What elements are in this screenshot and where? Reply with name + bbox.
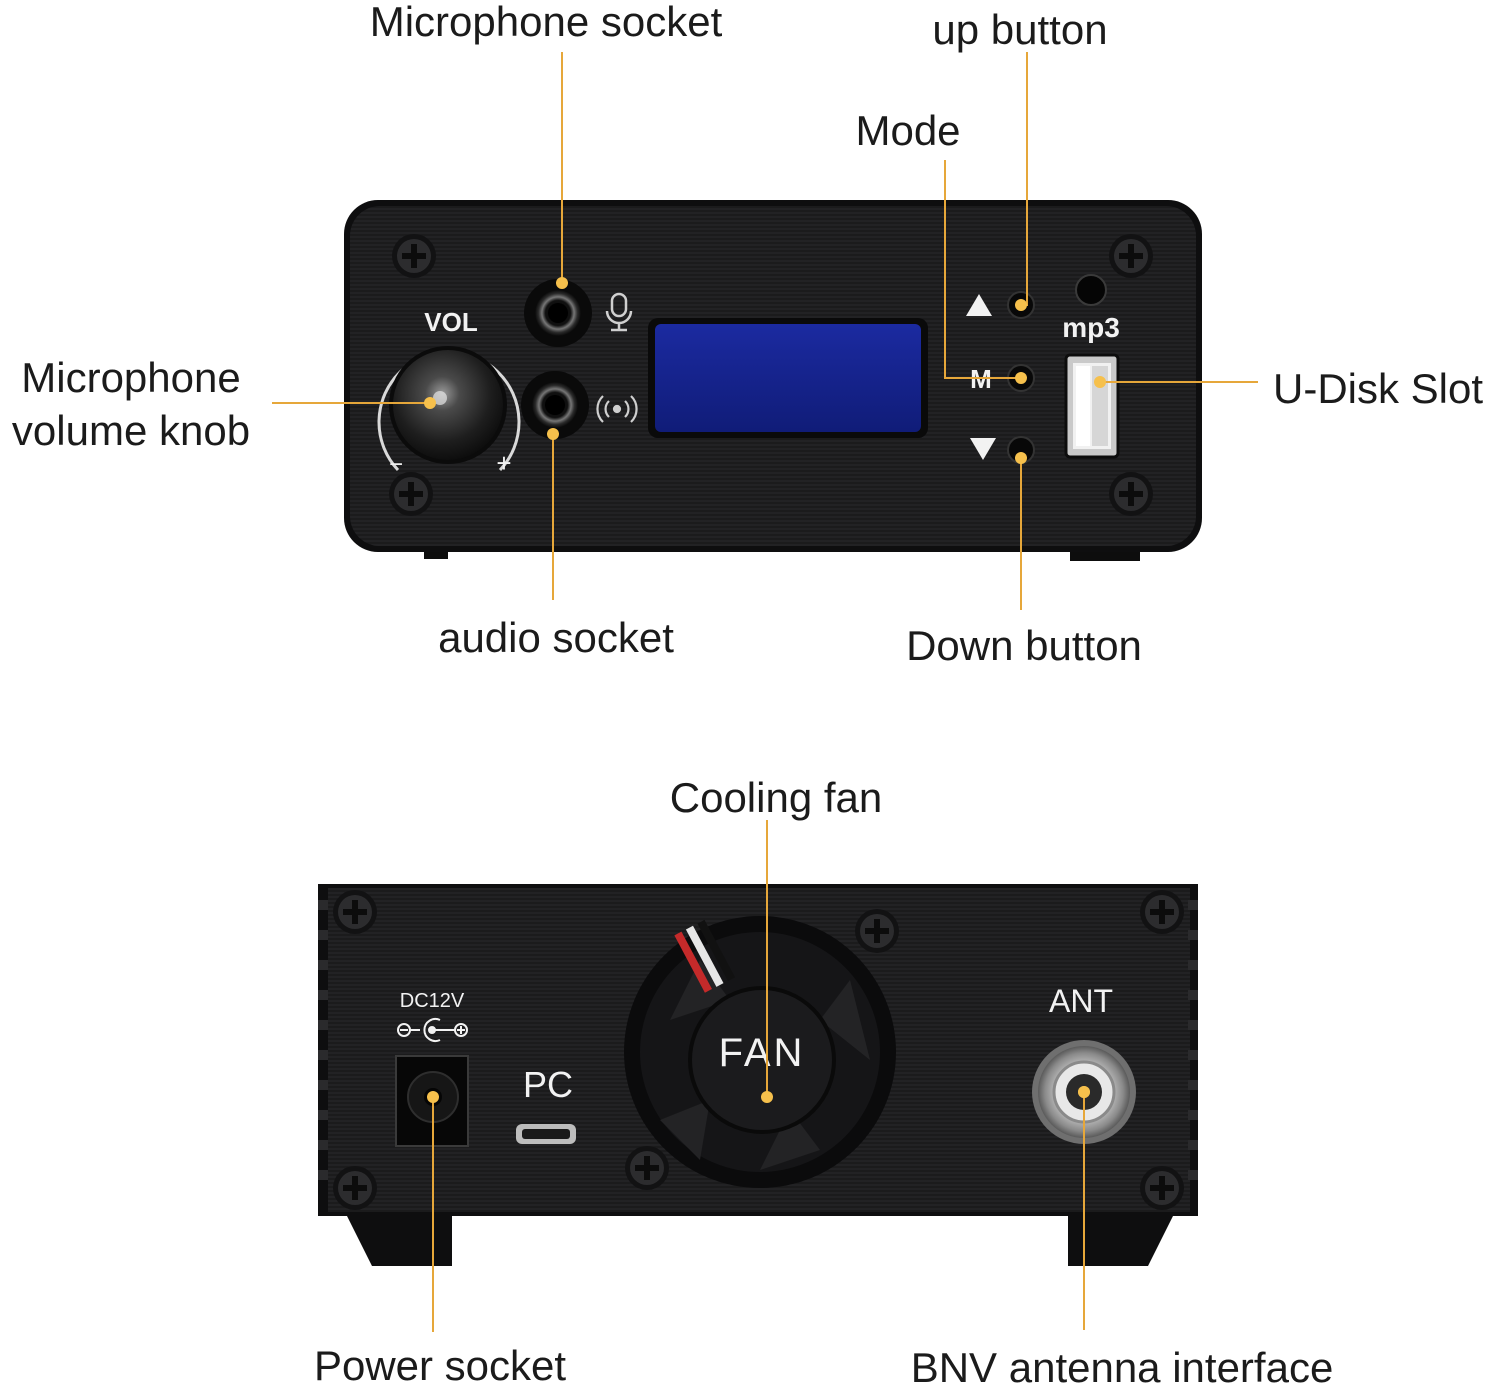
leader-dot xyxy=(1015,452,1027,464)
ant-label: ANT xyxy=(1049,983,1113,1019)
mp3-label: mp3 xyxy=(1062,312,1120,343)
polarity-icon xyxy=(397,1018,468,1042)
volume-knob xyxy=(377,346,521,472)
screw-icon xyxy=(333,1166,377,1210)
down-arrow-icon xyxy=(970,438,996,460)
screw-icon xyxy=(855,909,899,953)
heatsink-fins xyxy=(318,900,1198,1180)
cooling-fan xyxy=(624,916,896,1188)
leader-dot xyxy=(1015,372,1027,384)
screw-icon xyxy=(1140,1166,1184,1210)
label-microphone-volume-knob: Microphone volume knob xyxy=(11,354,251,454)
leader-dots xyxy=(424,277,1106,1103)
rear-foot-left xyxy=(344,1210,452,1266)
leader-mode xyxy=(944,160,1021,379)
fan-label: FAN xyxy=(719,1031,806,1075)
audio-jack xyxy=(521,371,589,439)
label-bnv-antenna-interface: BNV antenna interface xyxy=(910,1344,1334,1391)
screw-icon xyxy=(333,890,377,934)
label-up-button: up button xyxy=(932,6,1108,53)
pc-label: PC xyxy=(523,1064,573,1105)
lcd-screen xyxy=(655,324,921,432)
dc-label: DC12V xyxy=(400,990,465,1012)
screw-icon xyxy=(1109,472,1153,516)
screw-icon xyxy=(1140,890,1184,934)
vol-label: VOL xyxy=(424,307,478,337)
microphone-jack xyxy=(524,279,592,347)
label-power-socket: Power socket xyxy=(313,1342,567,1389)
rear-panel: DC12V PC xyxy=(318,884,1198,1266)
leader-dot xyxy=(424,397,436,409)
leader-dot xyxy=(427,1091,439,1103)
label-u-disk-slot: U-Disk Slot xyxy=(1273,365,1484,412)
screw-icon xyxy=(625,1146,669,1190)
broadcast-icon xyxy=(596,395,638,423)
up-arrow-icon xyxy=(966,294,992,316)
label-down-button: Down button xyxy=(906,622,1142,669)
microphone-icon xyxy=(605,292,633,332)
plus-label: + xyxy=(496,448,511,478)
leader-dot xyxy=(1078,1086,1090,1098)
leader-dot xyxy=(1094,376,1106,388)
leader-dot xyxy=(547,428,559,440)
front-panel: VOL − + xyxy=(344,200,1202,561)
screw-icon xyxy=(389,472,433,516)
usb-slot xyxy=(1064,353,1120,459)
label-mode: Mode xyxy=(855,107,961,154)
indicator-led xyxy=(1075,274,1107,306)
label-microphone-socket: Microphone socket xyxy=(369,0,723,45)
label-audio-socket: audio socket xyxy=(438,614,674,661)
label-cooling-fan: Cooling fan xyxy=(669,774,883,821)
leader-dot xyxy=(556,277,568,289)
rear-foot-right xyxy=(1068,1210,1176,1266)
screw-icon xyxy=(392,234,436,278)
screw-icon xyxy=(1109,234,1153,278)
minus-label: − xyxy=(389,451,403,478)
leader-dot xyxy=(1015,299,1027,311)
micro-usb-port xyxy=(516,1124,576,1144)
leader-dot xyxy=(761,1091,773,1103)
